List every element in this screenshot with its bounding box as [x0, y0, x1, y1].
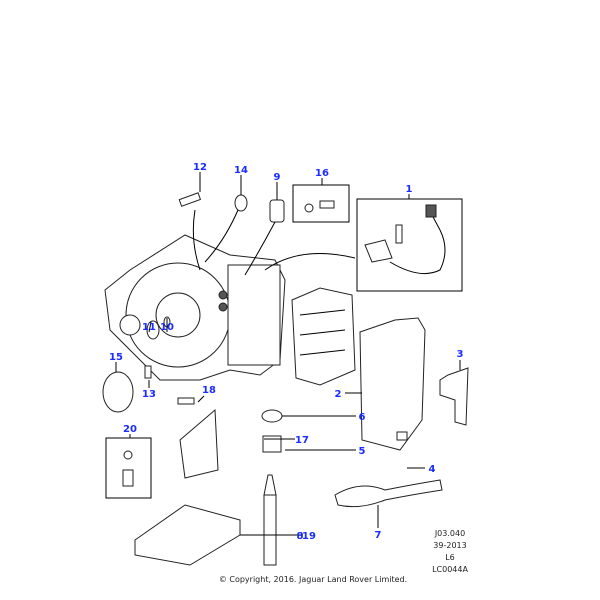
- callout-2: 2: [335, 389, 342, 400]
- washer-6: [261, 409, 283, 423]
- callout-9: 9: [274, 172, 281, 183]
- callout-19: 19: [302, 531, 316, 542]
- callout-12: 12: [193, 162, 207, 173]
- callout-6: 6: [359, 412, 366, 423]
- callout-8: 8: [297, 531, 304, 542]
- reference-illustration: LC0044A: [432, 565, 468, 574]
- bolt-12: [178, 192, 202, 207]
- leader-lines: [115, 172, 461, 536]
- callout-10: 10: [160, 322, 174, 333]
- plug-9: [269, 199, 285, 223]
- hose-7: [334, 479, 443, 508]
- callout-11: 11: [142, 322, 156, 333]
- callout-16: 16: [315, 168, 329, 179]
- control-module-8: [134, 504, 241, 566]
- callout-1: 1: [406, 184, 413, 195]
- breather-13: [144, 365, 152, 379]
- seal-15: [102, 371, 134, 413]
- cover-plate: [359, 317, 426, 451]
- kit-box-20: [105, 437, 152, 499]
- reference-code: J03.040: [434, 529, 465, 538]
- callout-18: 18: [202, 385, 216, 396]
- callout-5: 5: [359, 446, 366, 457]
- callout-17: 17: [295, 435, 309, 446]
- valve-body: [291, 287, 356, 386]
- sealant-tube-19: [263, 474, 277, 566]
- bolt-4: [396, 431, 408, 441]
- bracket: [439, 367, 469, 426]
- callout-3: 3: [457, 349, 464, 360]
- transmission-housing: [104, 234, 286, 381]
- copyright: © Copyright, 2016. Jaguar Land Rover Lim…: [219, 575, 407, 584]
- bolt-18: [177, 397, 195, 405]
- callout-7: 7: [375, 530, 382, 541]
- plug-5: [262, 435, 282, 453]
- seal-14: [234, 194, 248, 212]
- callout-13: 13: [142, 389, 156, 400]
- reference-date: 39-2013: [433, 541, 466, 550]
- callout-15: 15: [109, 352, 123, 363]
- reference-model: L6: [445, 553, 455, 562]
- callout-4: 4: [429, 464, 436, 475]
- kit-box-16: [292, 184, 350, 223]
- callout-14: 14: [234, 165, 248, 176]
- bracket-17: [179, 408, 219, 479]
- callout-20: 20: [123, 424, 137, 435]
